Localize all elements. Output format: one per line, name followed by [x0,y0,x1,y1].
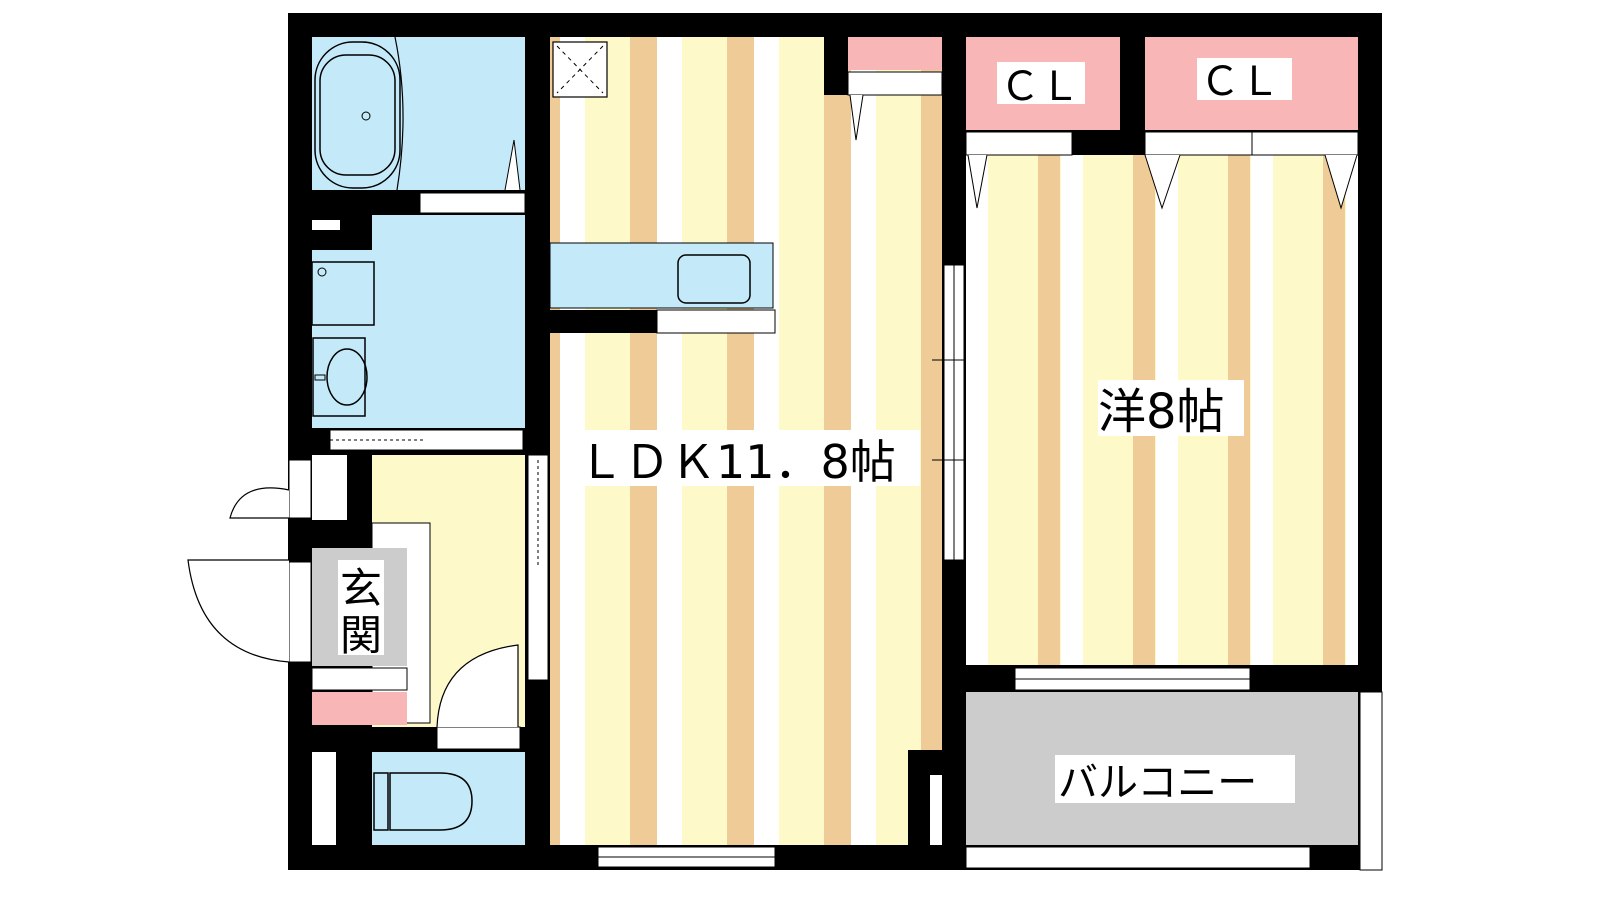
sliding-door [932,264,975,561]
western-room: ＣＬ ＣＬ 洋8帖 [965,37,1359,691]
entrance-label-1: 玄 [340,564,382,613]
toilet-room [312,752,525,845]
sink-icon [312,337,366,417]
western-room-label: 洋8帖 [1098,384,1225,440]
kitchen-sink-icon [677,254,751,304]
washing-machine-icon [311,261,375,326]
entrance-label-2: 関 [340,611,382,660]
entrance-hall [311,454,549,750]
washroom [311,215,525,451]
toilet-icon [373,772,389,831]
door-swing-icon [436,644,519,728]
front-door [187,459,312,663]
shoe-closet [312,692,407,725]
bathtub-icon [314,41,401,189]
closet-label-2: ＣＬ [1200,59,1280,105]
closet-label-1: ＣＬ [1000,64,1080,110]
ldk-label: ＬＤＫ11．8帖 [578,435,896,489]
kitchen-counter [549,242,774,309]
bathroom [312,36,526,214]
ldk-closet [848,37,942,70]
balcony-label: バルコニー [1058,760,1257,806]
ldk-room: ＬＤＫ11．8帖 [549,37,943,868]
balcony: バルコニー [965,691,1383,871]
